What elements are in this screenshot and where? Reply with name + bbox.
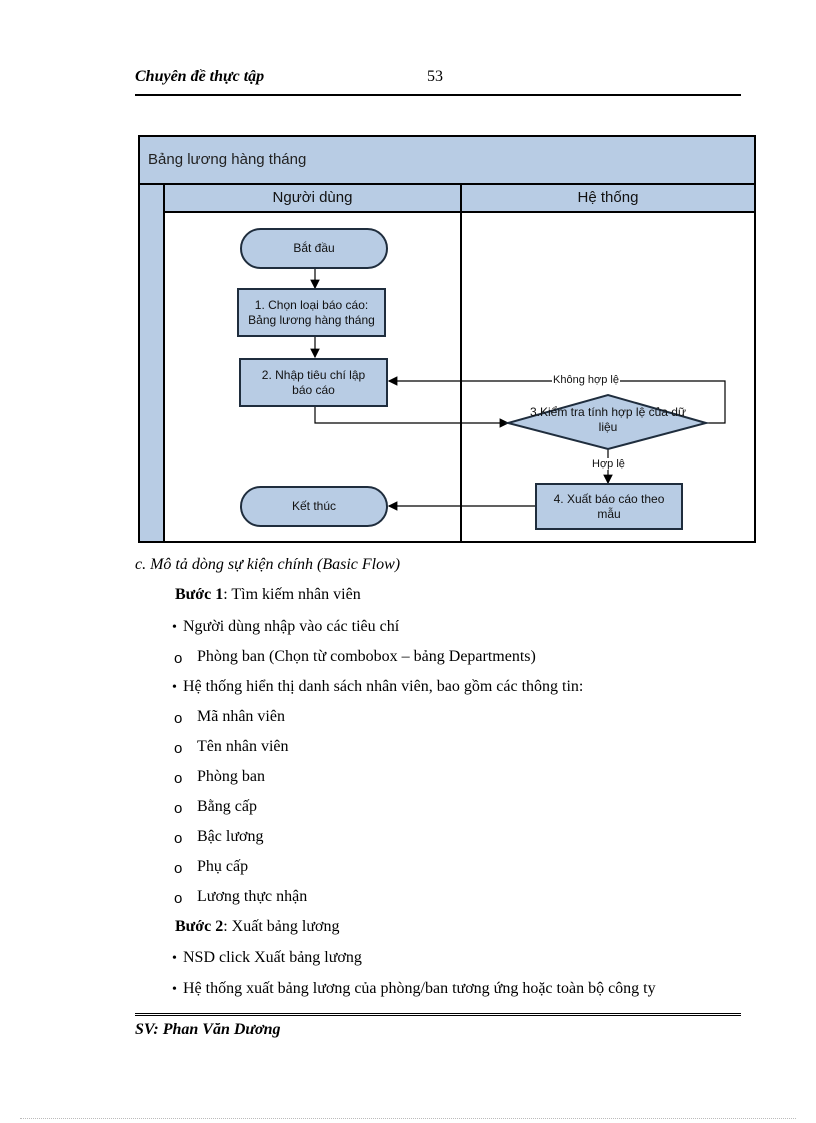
- field-item: Bậc lương: [197, 828, 264, 845]
- decision-diamond: [504, 393, 710, 451]
- step3-label: 3.Kiểm tra tính hợp lệ của dữ liệu: [530, 405, 686, 434]
- page-footer: SV: Phan Văn Dương: [135, 1013, 741, 1038]
- edge-step2-check: [314, 407, 510, 428]
- step1-label: Bước 1: [175, 586, 224, 603]
- bullet-circle: o: [174, 740, 183, 757]
- field-item: Phòng ban: [197, 768, 265, 785]
- step1-node: 1. Chọn loại báo cáo: Bảng lương hàng th…: [237, 288, 386, 337]
- bullet-circle: o: [174, 710, 183, 727]
- bullet-circle: o: [174, 860, 183, 877]
- bullet-dot: •: [172, 982, 177, 997]
- field-item: Lương thực nhận: [197, 888, 308, 905]
- sub-item-text: Phòng ban (Chọn từ combobox – bảng Depar…: [197, 648, 536, 665]
- page-bottom-rule: [20, 1118, 796, 1119]
- field-item: Mã nhân viên: [197, 708, 285, 725]
- edge-label-invalid: Không hợp lệ: [552, 374, 620, 386]
- bullet-dot: •: [172, 951, 177, 966]
- diagram-title: Bảng lương hàng tháng: [148, 151, 307, 168]
- section-title: c. Mô tả dòng sự kiện chính (Basic Flow): [135, 556, 401, 573]
- page-number: 53: [427, 68, 443, 85]
- field-item: Phụ cấp: [197, 858, 249, 875]
- step1-text: : Tìm kiếm nhân viên: [223, 586, 361, 603]
- end-node: Kết thúc: [240, 486, 388, 527]
- bullet-dot: •: [172, 620, 177, 635]
- activity-diagram: Bảng lương hàng tháng Người dùng Hệ thốn…: [138, 135, 756, 543]
- lane-divider: [460, 185, 462, 541]
- step2-line: Bước 2: Xuất bảng lương: [175, 918, 339, 936]
- step4-node: 4. Xuất báo cáo theo mẫu: [535, 483, 683, 530]
- field-item: Bằng cấp: [197, 798, 257, 815]
- document-title: Chuyên đề thực tập: [135, 68, 265, 85]
- step2-label: Bước 2: [175, 918, 224, 935]
- student-name: SV: Phan Văn Dương: [135, 1021, 281, 1038]
- bullet-text: Hệ thống xuất bảng lương của phòng/ban t…: [183, 980, 656, 997]
- lane-header-user: Người dùng: [165, 185, 462, 213]
- bullet-text: Hệ thống hiển thị danh sách nhân viên, b…: [183, 678, 584, 695]
- step2-node: 2. Nhập tiêu chí lập báo cáo: [239, 358, 388, 407]
- bullet-circle: o: [174, 830, 183, 847]
- field-item: Tên nhân viên: [197, 738, 289, 755]
- bullet-dot: •: [172, 680, 177, 695]
- bullet-circle: o: [174, 650, 183, 667]
- diagram-title-bar: Bảng lương hàng tháng: [140, 137, 754, 185]
- edge-label-valid: Hợp lệ: [591, 458, 626, 470]
- bullet-circle: o: [174, 800, 183, 817]
- start-node: Bắt đầu: [240, 228, 388, 269]
- bullet-text: NSD click Xuất bảng lương: [183, 949, 362, 966]
- page-header: Chuyên đề thực tập 53: [135, 66, 741, 96]
- step1-line: Bước 1: Tìm kiếm nhân viên: [175, 586, 361, 604]
- bullet-circle: o: [174, 890, 183, 907]
- lane-header-system: Hệ thống: [462, 185, 754, 213]
- diagram-side-strip: [140, 185, 165, 541]
- bullet-circle: o: [174, 770, 183, 787]
- step2-text: : Xuất bảng lương: [223, 918, 340, 935]
- bullet-text: Người dùng nhập vào các tiêu chí: [183, 618, 400, 635]
